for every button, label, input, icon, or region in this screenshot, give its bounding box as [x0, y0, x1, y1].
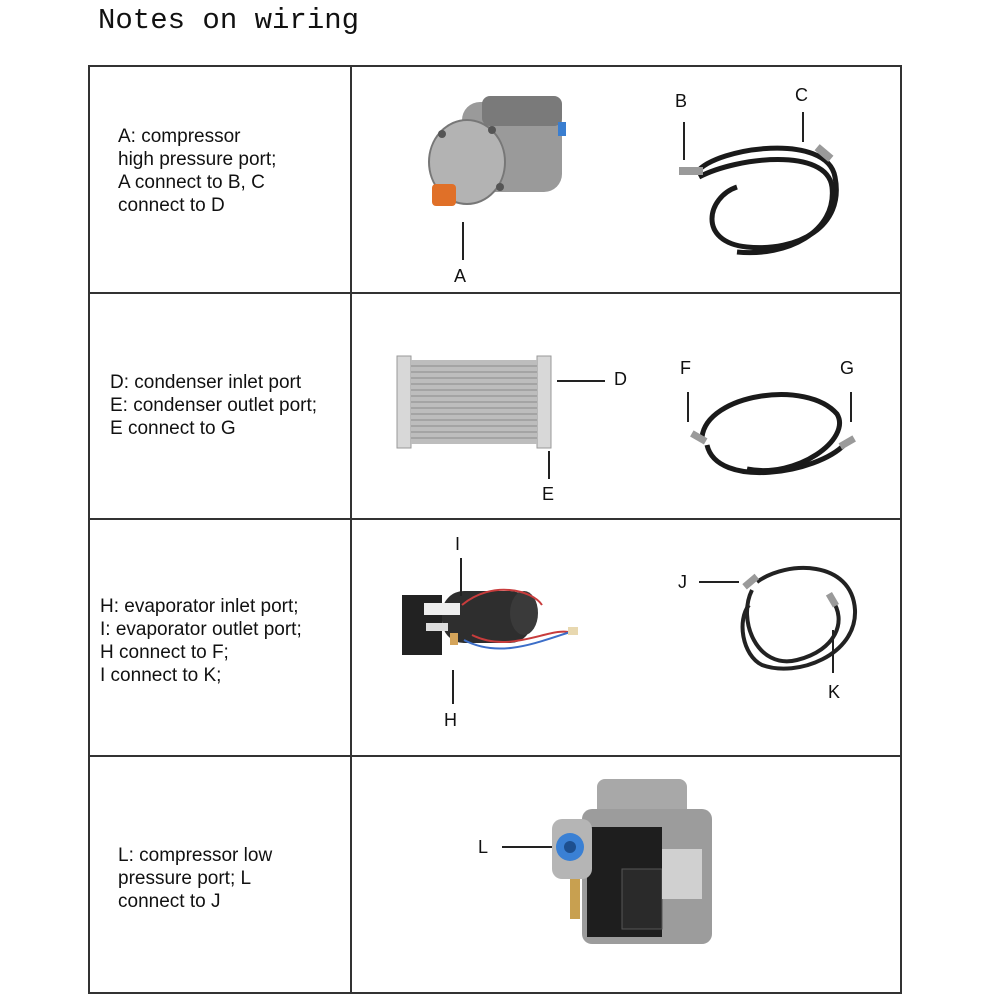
- note-text: A: compressor high pressure port; A conn…: [118, 126, 277, 216]
- evaporator-image: [402, 588, 578, 655]
- table-row-evaporator: H: evaporator inlet port; I: evaporator …: [90, 520, 900, 757]
- hose-bc-image: [679, 144, 839, 256]
- note-text: D: condenser inlet port E: condenser out…: [110, 372, 318, 439]
- note-cell: L: compressor low pressure port; L conne…: [90, 757, 352, 992]
- wiring-table: A: compressor high pressure port; A conn…: [88, 65, 902, 994]
- leader-line-k: [832, 630, 834, 673]
- label-j: J: [678, 572, 687, 592]
- table-row-compressor-high: A: compressor high pressure port; A conn…: [90, 67, 900, 294]
- image-cell: I H J K: [352, 520, 900, 755]
- note-text: H: evaporator inlet port; I: evaporator …: [100, 596, 302, 686]
- leader-line-e: [548, 451, 550, 479]
- compressor-image: [428, 96, 566, 206]
- hose-fg-image: [690, 392, 856, 476]
- leader-line-j: [699, 581, 739, 583]
- compressor-low-image: [552, 779, 712, 944]
- label-i: I: [455, 534, 461, 554]
- page-title: Notes on wiring: [98, 4, 360, 37]
- leader-line-h: [452, 670, 454, 704]
- label-c: C: [795, 85, 808, 105]
- label-h: H: [444, 710, 457, 730]
- leader-line-g: [850, 392, 852, 422]
- leader-line-i: [460, 558, 462, 596]
- table-row-compressor-low: L: compressor low pressure port; L conne…: [90, 757, 900, 992]
- label-d: D: [614, 369, 627, 389]
- leader-line-f: [687, 392, 689, 422]
- note-cell: A: compressor high pressure port; A conn…: [90, 67, 352, 292]
- note-text: L: compressor low pressure port; L conne…: [118, 845, 273, 912]
- table-row-condenser: D: condenser inlet port E: condenser out…: [90, 294, 900, 520]
- label-l: L: [478, 837, 489, 857]
- note-cell: D: condenser inlet port E: condenser out…: [90, 294, 352, 518]
- image-cell: D E F G: [352, 294, 900, 518]
- label-b: B: [675, 91, 688, 111]
- image-cell: L: [352, 757, 900, 992]
- label-a: A: [454, 266, 467, 286]
- label-g: G: [840, 358, 855, 378]
- leader-line-b: [683, 122, 685, 160]
- leader-line-a: [462, 222, 464, 260]
- note-cell: H: evaporator inlet port; I: evaporator …: [90, 520, 352, 755]
- leader-line-c: [802, 112, 804, 142]
- leader-line-d: [557, 380, 605, 382]
- label-f: F: [680, 358, 691, 378]
- label-k: K: [828, 682, 841, 702]
- leader-line-l: [502, 846, 552, 848]
- hose-jk-image: [740, 565, 858, 671]
- label-e: E: [542, 484, 555, 504]
- condenser-image: [396, 355, 552, 449]
- image-cell: A B C: [352, 67, 900, 292]
